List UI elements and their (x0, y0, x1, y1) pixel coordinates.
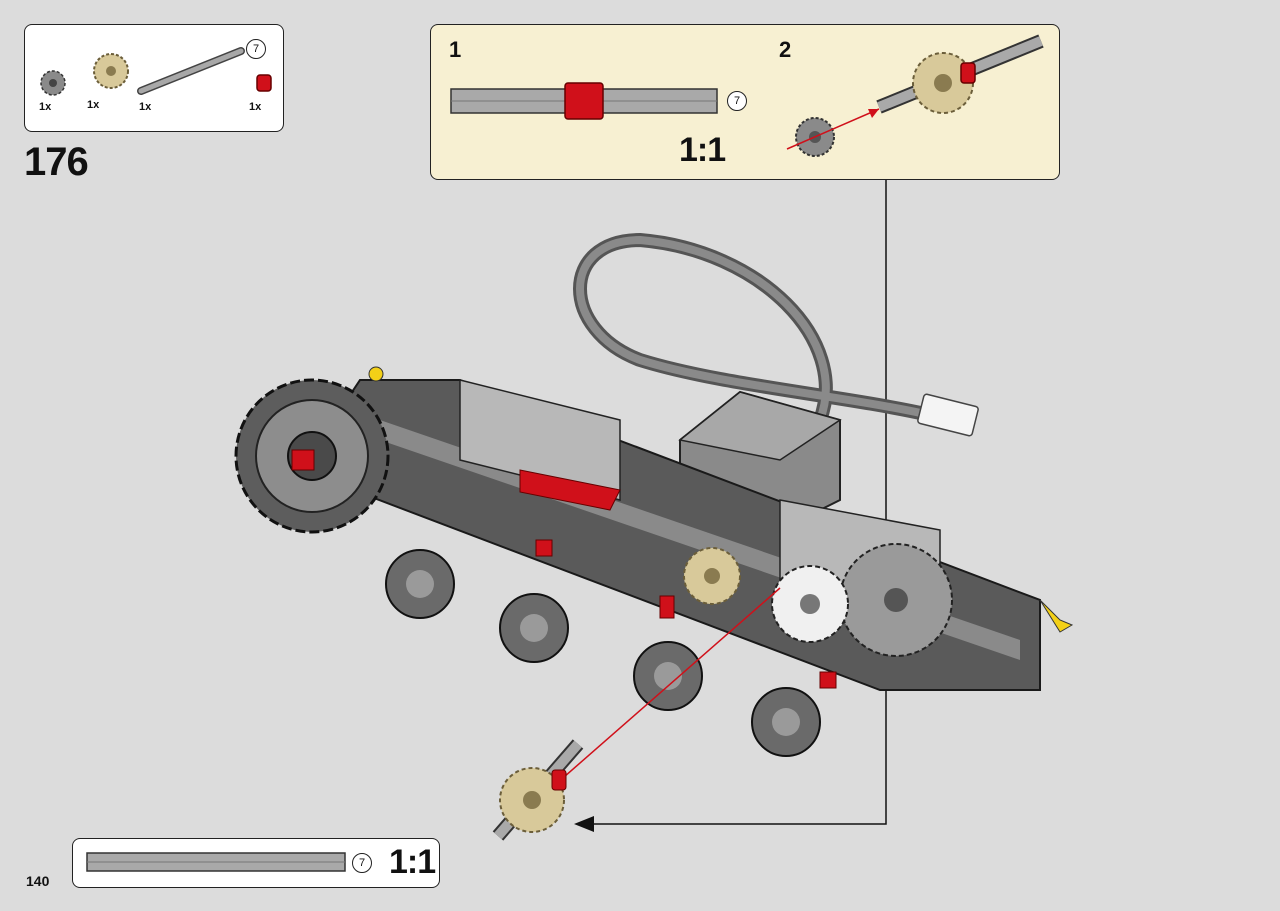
axle-length-badge: 7 (246, 39, 266, 59)
sub-step-1-ratio: 1:1 (679, 131, 726, 169)
bottom-axle-length-badge: 7 (352, 853, 372, 873)
red-bush-qty: 1x (249, 101, 262, 113)
sub-step-2-number: 2 (779, 37, 792, 62)
gear-train-illustration (535, 539, 953, 689)
sub-assembly-illustration (450, 34, 1044, 157)
parts-list-illustration (40, 47, 272, 96)
tan-gear-qty: 1x (87, 99, 100, 111)
chassis-frame-illustration (298, 366, 1074, 691)
sub-step-1-axle-length-badge: 7 (727, 91, 747, 111)
axle-length-callout: 7 1:1 (72, 838, 440, 888)
sub-assembly-callout: 1 2 7 1:1 (430, 24, 1060, 180)
sub-step-1-axle-illustration (450, 82, 718, 120)
sub-step-2-illustration (786, 34, 1044, 157)
step-number: 176 (24, 140, 89, 184)
axle-full-size-illustration (86, 852, 346, 872)
gear-assembly-insert-illustration (492, 587, 781, 841)
motor-illustration (678, 390, 842, 542)
gray-gear-qty: 1x (39, 101, 52, 113)
drive-wheel-illustration (234, 378, 390, 534)
page-number: 140 (26, 873, 50, 889)
gray-gear-part-icon (40, 70, 66, 96)
parts-list-panel: 1x 1x 1x 1x 7 (24, 24, 284, 132)
axle-part-icon (137, 47, 245, 95)
bottom-ratio: 1:1 (389, 843, 436, 881)
sub-step-1-number: 1 (449, 37, 462, 62)
cable-illustration (573, 232, 979, 437)
axle-qty: 1x (139, 101, 152, 113)
callout-connector-line (574, 180, 887, 832)
red-bush-part-icon (256, 74, 272, 92)
road-wheels-illustration (385, 549, 821, 757)
tan-gear-part-icon (93, 53, 129, 89)
